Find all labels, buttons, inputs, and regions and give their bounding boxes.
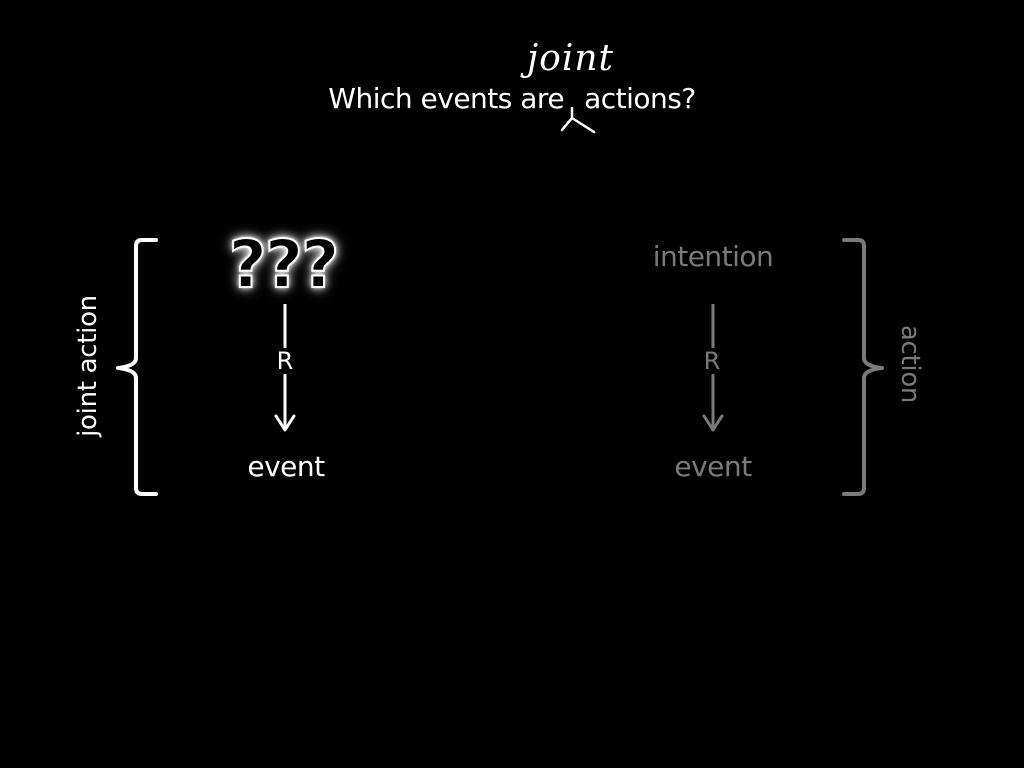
left-curly-bracket [116, 238, 158, 496]
title-after: actions? [584, 82, 696, 115]
right-arrow-down-icon [702, 374, 724, 432]
right-arrow-upper-line [711, 304, 715, 348]
handwritten-insert-word: joint [527, 38, 615, 79]
right-event-node: event [674, 450, 752, 483]
intention-node: intention [652, 240, 774, 273]
left-event-node: event [247, 450, 325, 483]
right-curly-bracket [842, 238, 884, 496]
left-arrow-upper-line [283, 304, 287, 348]
action-label: action [895, 324, 925, 404]
left-arrow-down-icon [274, 374, 296, 432]
joint-action-label: joint action [73, 295, 103, 437]
left-relation-label: R [276, 347, 294, 375]
page-title: Which events are actions? [0, 82, 1024, 115]
title-before: Which events are [328, 82, 565, 115]
right-relation-label: R [703, 347, 721, 375]
unknown-node: ??? [228, 225, 341, 304]
insertion-caret-icon [560, 106, 596, 134]
